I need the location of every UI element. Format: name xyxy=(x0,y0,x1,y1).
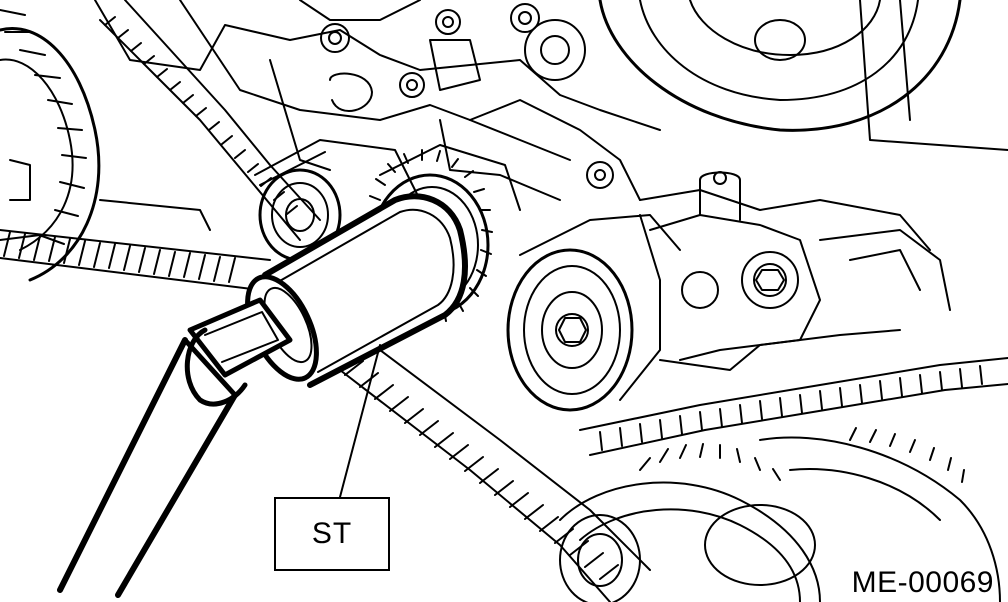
special-tool xyxy=(57,193,468,598)
callout-leader xyxy=(339,344,381,498)
left-belt-segment xyxy=(0,199,271,291)
tensioner-bracket xyxy=(649,171,951,371)
upper-right-disc xyxy=(598,0,1008,151)
st-callout-box: ST xyxy=(274,497,390,571)
figure-id: ME-00069 xyxy=(851,566,994,599)
tensioner-pulley xyxy=(506,214,681,412)
lower-sprockets xyxy=(559,427,1001,602)
right-timing-belt xyxy=(579,357,1008,456)
left-sprocket xyxy=(0,9,101,282)
engine-bracket xyxy=(94,0,931,251)
lower-timing-belt xyxy=(339,349,651,602)
upper-timing-belt xyxy=(99,0,321,241)
st-callout-label: ST xyxy=(311,517,353,550)
